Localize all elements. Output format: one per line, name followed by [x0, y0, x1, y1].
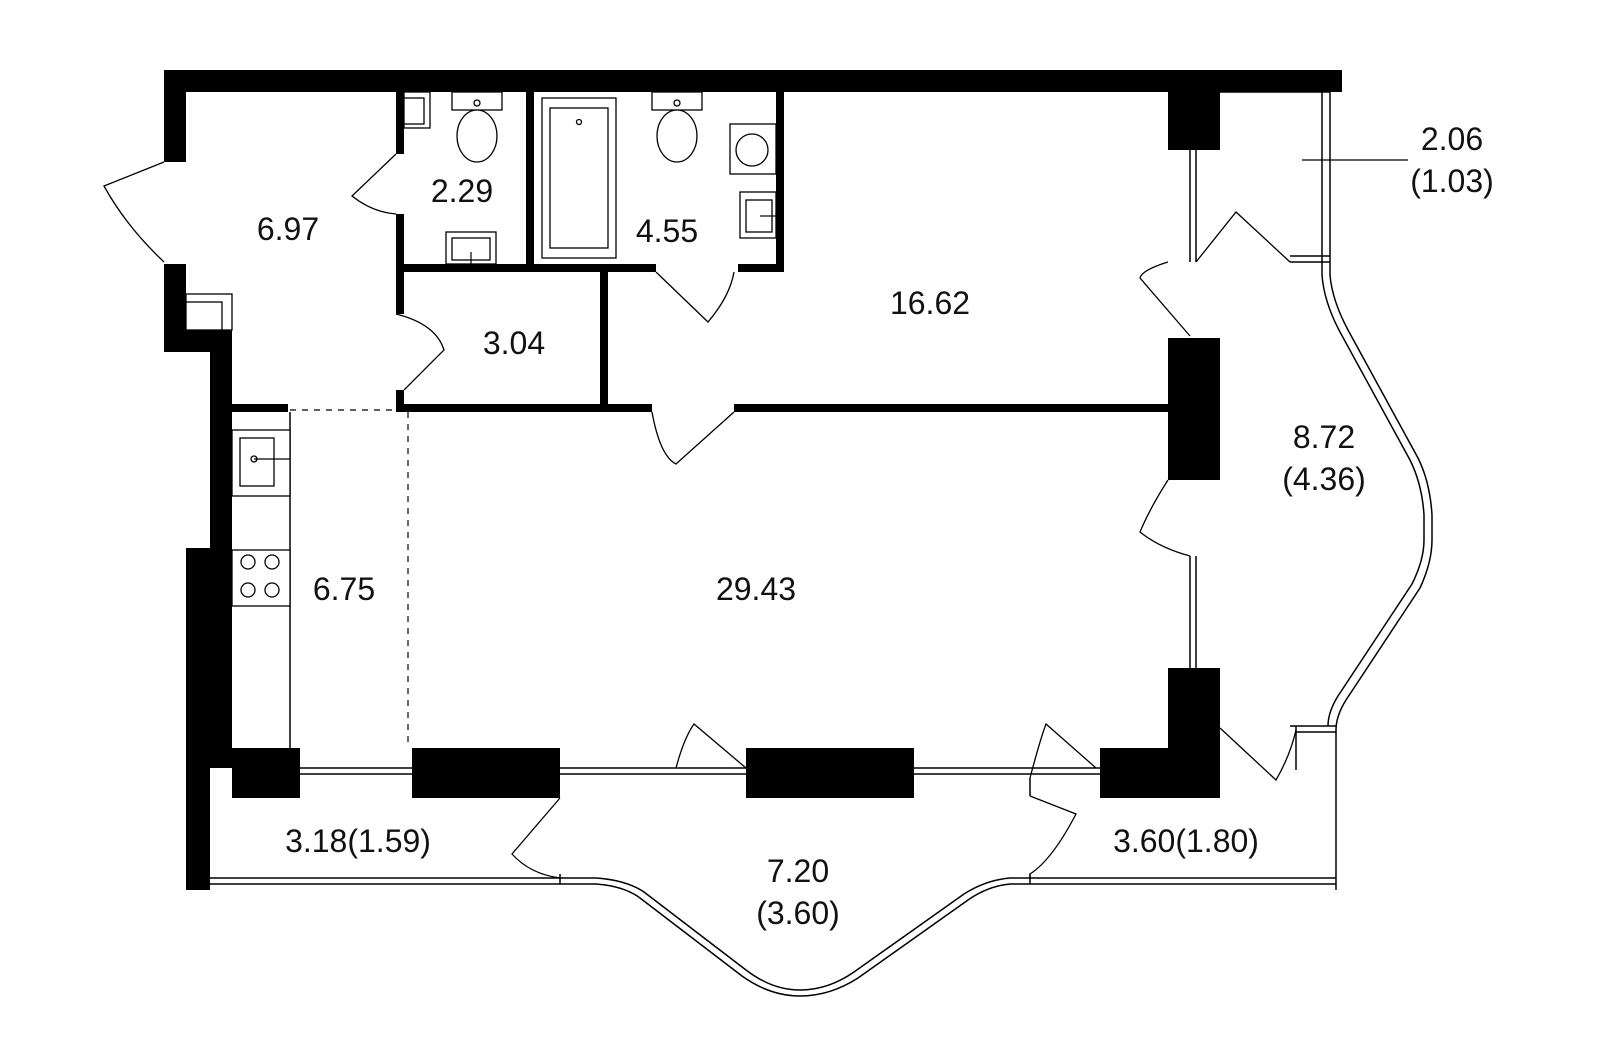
doors: [103, 153, 1297, 879]
balcony-bottom-center-reduced: (3.60): [756, 895, 840, 931]
fixtures: [185, 91, 777, 607]
balcony-bottom-right-area: 3.60(1.80): [1113, 823, 1259, 859]
room-area-storage: 3.04: [483, 325, 545, 361]
room-area-bathroom: 4.55: [636, 213, 698, 249]
balcony-top-right-area: 2.06: [1421, 121, 1483, 157]
walls: [164, 70, 1342, 890]
area-labels: 6.97 2.29 4.55 16.62 3.04 6.75 29.43 2.0…: [257, 121, 1494, 931]
balcony-top-right-reduced: (1.03): [1410, 163, 1494, 199]
room-area-kitchen: 6.75: [313, 571, 375, 607]
balcony-bottom-center-area: 7.20: [767, 853, 829, 889]
balcony-right-area: 8.72: [1293, 419, 1355, 455]
room-area-toilet: 2.29: [431, 173, 493, 209]
room-area-bedroom: 16.62: [890, 285, 970, 321]
balcony-bottom-left-area: 3.18(1.59): [285, 823, 431, 859]
thin-lines: [210, 90, 1433, 997]
room-area-hall: 6.97: [257, 211, 319, 247]
balcony-right-reduced: (4.36): [1282, 461, 1366, 497]
room-area-living-room: 29.43: [716, 571, 796, 607]
